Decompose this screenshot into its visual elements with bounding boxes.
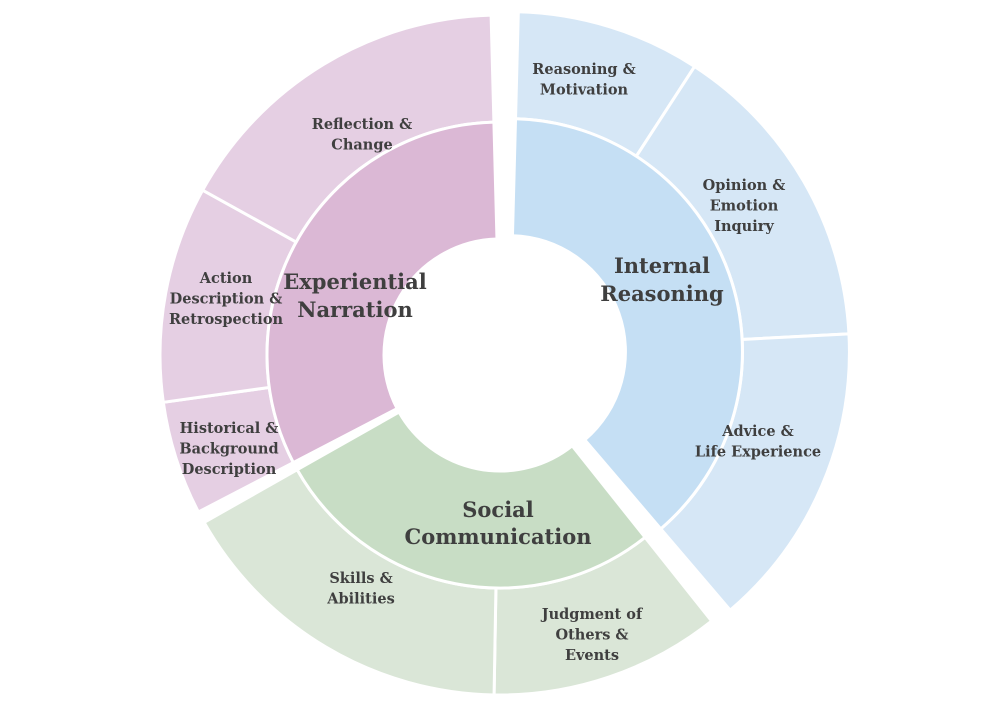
outer-label-reflection-line: Change	[331, 137, 392, 154]
inner-label-experiential-line: Narration	[297, 297, 413, 322]
outer-label-skills: Skills & Abilities	[326, 570, 395, 608]
outer-label-opinion-line: Opinion &	[703, 177, 786, 194]
outer-label-judgment-line: Others &	[555, 627, 628, 644]
outer-label-reflection: Reflection & Change	[312, 116, 412, 154]
outer-label-judgment: Judgment of Others & Events	[540, 606, 644, 664]
outer-label-opinion-line: Inquiry	[714, 218, 774, 235]
outer-label-action-line: Retrospection	[169, 311, 284, 328]
inner-label-social-line: Communication	[404, 524, 591, 549]
outer-label-historical-line: Background	[179, 441, 278, 458]
inner-segment-social	[295, 410, 648, 590]
inner-label-experiential-line: Experiential	[283, 269, 427, 294]
outer-label-historical-line: Description	[182, 461, 277, 478]
outer-label-reasoning-line: Motivation	[540, 82, 629, 99]
inner-label-social-line: Social	[462, 497, 534, 522]
outer-label-reasoning: Reasoning & Motivation	[532, 61, 635, 99]
outer-label-judgment-line: Judgment of	[540, 606, 644, 623]
inner-segment-experiential	[265, 120, 499, 465]
inner-label-internal-line: Reasoning	[600, 281, 724, 306]
inner-segment-internal	[510, 117, 744, 531]
outer-label-advice-line: Advice &	[721, 423, 794, 440]
outer-label-skills-line: Skills &	[329, 570, 392, 587]
outer-label-reasoning-line: Reasoning &	[532, 61, 635, 78]
outer-label-judgment-line: Events	[565, 647, 619, 664]
outer-label-reflection-line: Reflection &	[312, 116, 412, 133]
outer-label-advice-line: Life Experience	[695, 444, 821, 461]
outer-label-advice: Advice & Life Experience	[695, 423, 821, 461]
outer-label-action-line: Description &	[170, 291, 283, 308]
outer-label-historical-line: Historical &	[180, 420, 279, 437]
outer-label-action-line: Action	[199, 270, 253, 287]
outer-label-opinion-line: Emotion	[710, 198, 779, 215]
outer-label-skills-line: Abilities	[326, 591, 395, 608]
inner-label-internal-line: Internal	[614, 253, 710, 278]
